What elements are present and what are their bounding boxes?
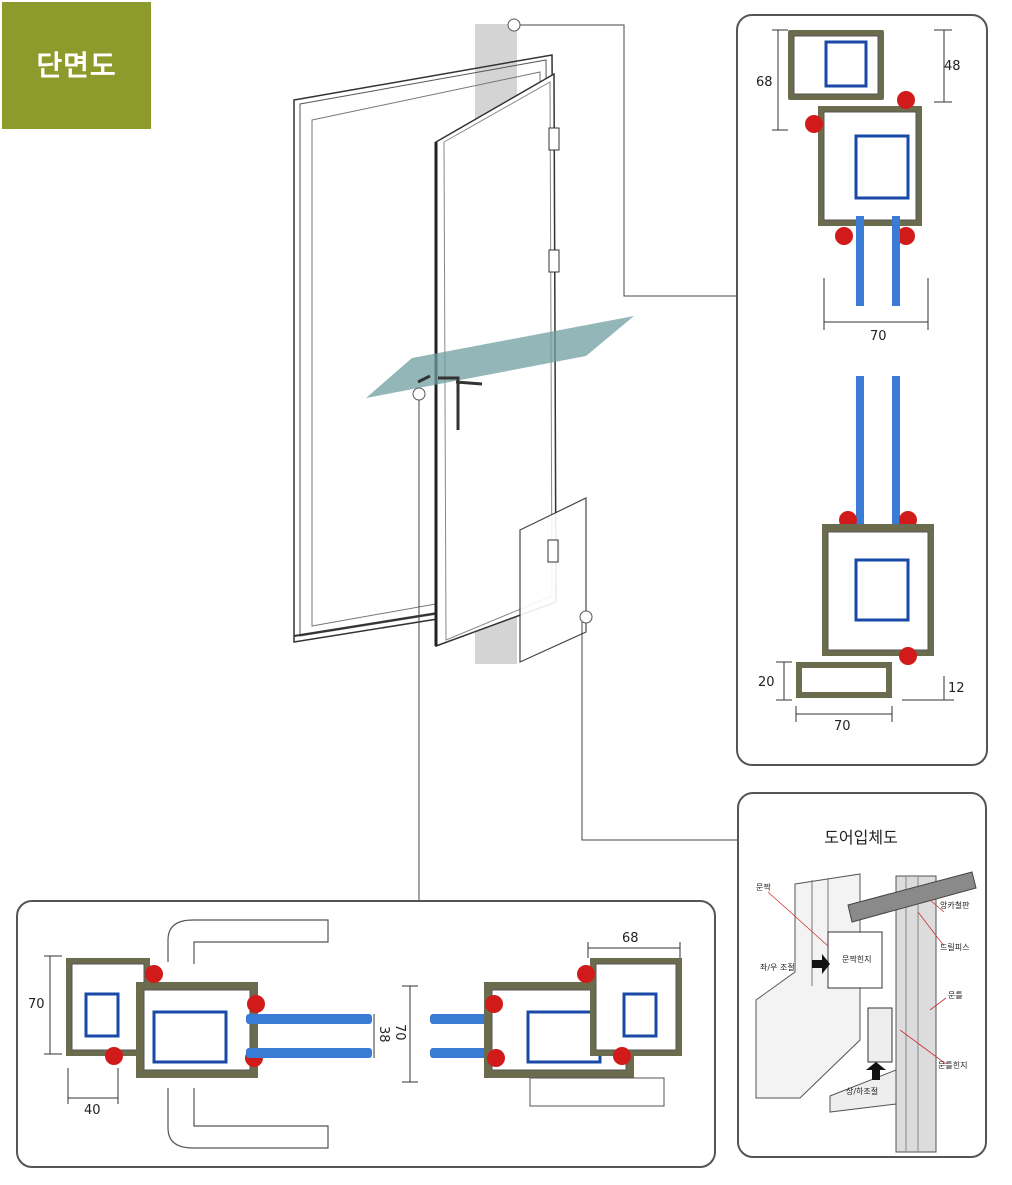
bottom-frame-profile <box>796 376 934 698</box>
door-handle <box>438 376 483 430</box>
glass-pane-inner <box>246 1048 372 1058</box>
dim-top-width-70: 70 <box>870 329 887 344</box>
dim-bottom-width-70: 70 <box>834 719 851 734</box>
hinge-detail-box <box>519 497 587 663</box>
hinge-middle <box>548 249 560 273</box>
handle-outline <box>167 919 329 964</box>
dim-bottom-height-12: 12 <box>948 681 965 696</box>
glass-pane-outer <box>246 1014 372 1024</box>
horizontal-section-panel: 70 40 68 70 38 <box>16 900 716 1168</box>
top-frame-profile <box>788 30 922 306</box>
top-leader-line <box>520 24 736 297</box>
dim-glass-height-70: 70 <box>392 1024 407 1041</box>
dim-left-height-70: 70 <box>28 997 45 1012</box>
hinge-leader-line <box>581 622 738 841</box>
hinge-top <box>548 127 560 151</box>
top-section-marker <box>507 18 521 32</box>
handle-section-marker <box>412 387 426 401</box>
section-title-badge: 단면도 <box>2 2 151 129</box>
section-title: 단면도 <box>36 49 117 82</box>
dim-right-width-68: 68 <box>622 931 639 946</box>
dim-bottom-height-20: 20 <box>758 675 775 690</box>
door-3d-title: 도어입체도 <box>824 828 898 847</box>
left-door-profile <box>66 958 265 1078</box>
horizontal-section-plane <box>366 316 634 398</box>
dim-top-height-48: 48 <box>944 59 961 74</box>
dim-top-height-68: 68 <box>756 75 773 90</box>
dim-left-width-40: 40 <box>84 1103 101 1118</box>
dim-glass-thickness-38: 38 <box>376 1026 391 1043</box>
vertical-section-panel: 68 48 70 20 12 70 <box>736 14 988 766</box>
hinge-section-marker <box>579 610 593 624</box>
right-door-profile <box>484 958 682 1107</box>
